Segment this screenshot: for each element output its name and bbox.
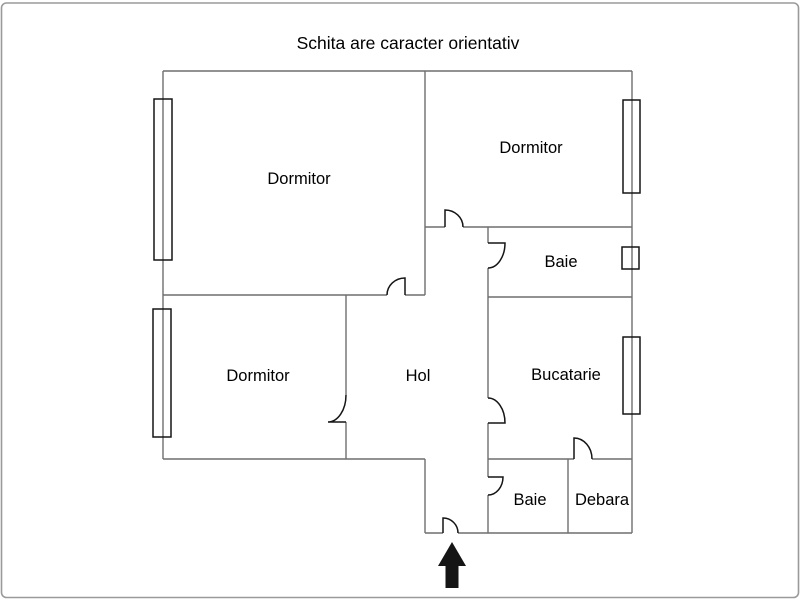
door-window-symbols <box>152 98 641 534</box>
door-dormitor2 <box>444 209 464 228</box>
door-dormitor1 <box>386 277 406 296</box>
room-label-bucatarie: Bucatarie <box>531 366 601 384</box>
room-label-dormitor-3: Dormitor <box>226 367 290 385</box>
door-dormitor3 <box>327 394 347 423</box>
room-label-hol: Hol <box>406 367 431 385</box>
entrance-arrow-icon <box>438 542 466 588</box>
window-symbol-dormitor1 <box>153 98 173 261</box>
door-baie2 <box>487 476 504 496</box>
window-symbol-dormitor3 <box>152 308 172 438</box>
door-baie1 <box>487 242 506 269</box>
room-label-dormitor-2: Dormitor <box>499 139 563 157</box>
window-symbol-baie1 <box>621 246 640 270</box>
walls <box>162 70 633 534</box>
window-symbol-bucatarie <box>622 336 641 415</box>
plan-disclaimer-title: Schita are caracter orientativ <box>297 33 520 53</box>
door-entrance <box>442 517 459 534</box>
room-label-baie-1: Baie <box>544 253 577 271</box>
window-symbol-dormitor2 <box>622 99 641 194</box>
room-label-baie-2: Baie <box>513 491 546 509</box>
door-bucatarie <box>487 397 506 424</box>
door-debara <box>573 437 593 460</box>
room-labels: Dormitor Dormitor Dormitor Hol Bucatarie… <box>226 139 630 509</box>
room-label-dormitor-1: Dormitor <box>267 170 331 188</box>
room-label-debara: Debara <box>575 491 630 509</box>
